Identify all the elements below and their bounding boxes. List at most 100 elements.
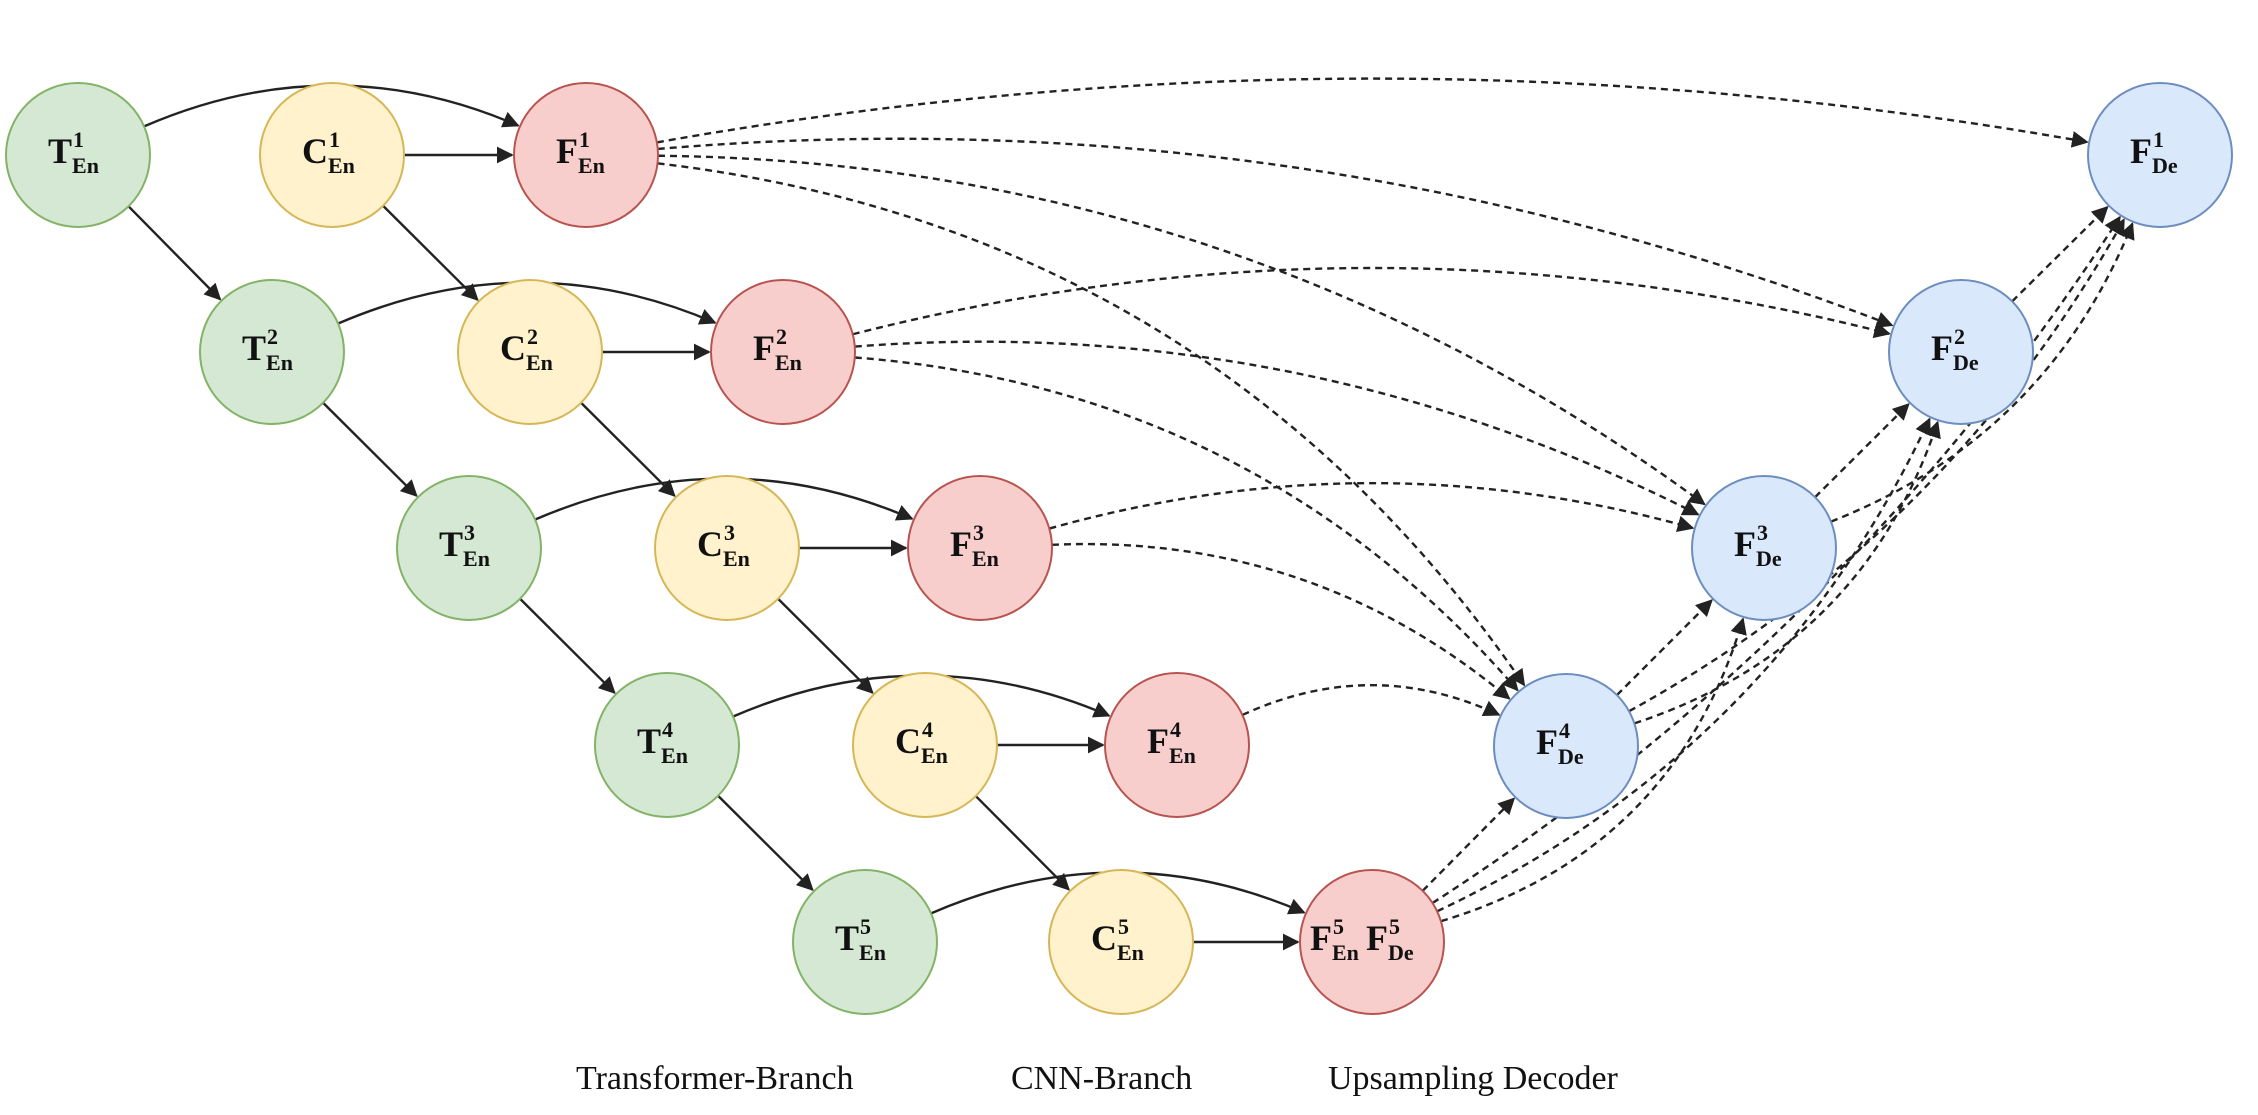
- node-circle: [1104, 672, 1250, 818]
- node-circle: [654, 475, 800, 621]
- node-superscript: 2: [1954, 324, 1965, 349]
- edge-fd4-to-fd3: [1616, 599, 1713, 696]
- node-superscript: 3: [724, 520, 735, 545]
- node-subscript: En: [578, 153, 605, 178]
- node-symbol: T: [439, 524, 463, 564]
- node-circle: [513, 82, 659, 228]
- node-symbol: F: [556, 131, 578, 171]
- legend-upsampling-decoder: Upsampling Decoder: [1328, 1060, 1618, 1097]
- node-subscript: En: [72, 153, 99, 178]
- node-circle: [1299, 869, 1445, 1015]
- node-subscript: En: [1169, 743, 1196, 768]
- node-superscript: 3: [973, 520, 984, 545]
- node-circle: [792, 869, 938, 1015]
- node-circle: [852, 672, 998, 818]
- node-subscript: En: [1117, 940, 1144, 965]
- edge-fe2-to-fd2: [852, 266, 1891, 339]
- edge-fe5-to-fd1: [1431, 215, 2121, 905]
- node-superscript: 5: [860, 914, 871, 939]
- edge-c3-to-c4: [777, 597, 874, 694]
- node-subscript: De: [1953, 350, 1979, 375]
- node-symbol: F: [2130, 131, 2152, 171]
- node-superscript: 2: [267, 324, 278, 349]
- node-superscript: 2: [527, 324, 538, 349]
- edge-c2-to-c3: [580, 401, 676, 497]
- node-circle: [907, 475, 1053, 621]
- edge-fd3-to-fd1: [1830, 222, 2135, 523]
- edge-fe1-to-fd1: [656, 77, 2089, 148]
- node-subscript: De: [1756, 546, 1782, 571]
- edge-c1-to-c2: [382, 204, 479, 301]
- legend-cnn-branch: CNN-Branch: [1011, 1060, 1193, 1097]
- node-circle: [594, 672, 740, 818]
- node-subscript: En: [463, 546, 490, 571]
- edge-fe5-to-fd3: [1440, 617, 1747, 923]
- node-subscript: En: [775, 350, 802, 375]
- node-subscript: En: [972, 546, 999, 571]
- node-circle: [2087, 82, 2233, 228]
- edge-fe5-to-fd4: [1421, 797, 1516, 892]
- node-subscript: En: [921, 743, 948, 768]
- node-superscript: 4: [1559, 718, 1570, 743]
- node-symbol: C: [1091, 918, 1117, 958]
- node-superscript: 5: [1389, 914, 1400, 939]
- edge-c4-to-c5: [974, 795, 1070, 891]
- edge-t4-to-t5: [717, 794, 814, 891]
- node-symbol: T: [48, 131, 72, 171]
- node-symbol: C: [895, 721, 921, 761]
- node-circle: [1888, 279, 2034, 425]
- node-circle: [396, 475, 542, 621]
- node-symbol: F: [950, 524, 972, 564]
- edge-fd4-to-fd2: [1633, 420, 1941, 725]
- node-symbol: F: [1536, 722, 1558, 762]
- edge-fe4-to-fd4: [1241, 684, 1501, 717]
- edge-fe2-to-fd4: [854, 356, 1519, 692]
- node-symbol: C: [500, 328, 526, 368]
- node-superscript: 2: [776, 324, 787, 349]
- node-superscript: 4: [662, 717, 673, 742]
- node-superscript: 4: [1170, 717, 1181, 742]
- edge-fe1-to-fd2: [657, 137, 1894, 328]
- node-symbol: C: [302, 131, 328, 171]
- node-subscript: En: [328, 153, 355, 178]
- edge-fe2-to-fd3: [854, 340, 1700, 516]
- node-symbol: T: [637, 721, 661, 761]
- edge-fe3-to-fd4: [1051, 542, 1511, 700]
- node-subscript: En: [1332, 940, 1359, 965]
- node-symbol: T: [835, 918, 859, 958]
- node-circle: [710, 279, 856, 425]
- node-circle: [259, 82, 405, 228]
- node-symbol: F: [1147, 721, 1169, 761]
- node-symbol: C: [697, 524, 723, 564]
- node-symbol: F: [753, 328, 775, 368]
